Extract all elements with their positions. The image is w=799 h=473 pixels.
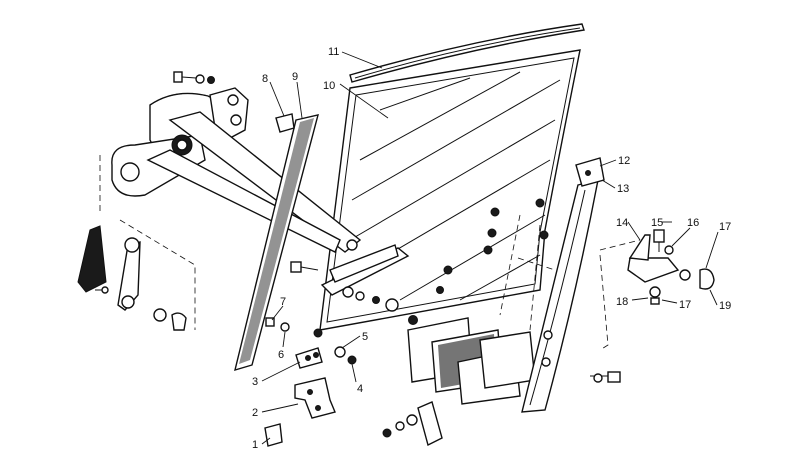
lower-support-bracket bbox=[382, 401, 443, 447]
guide-pads bbox=[407, 317, 536, 405]
nut-and-washer bbox=[334, 346, 357, 365]
callout-17-bottom: 17 bbox=[679, 299, 691, 311]
crank-assembly-leader bbox=[99, 155, 196, 330]
window-top-seal bbox=[349, 23, 585, 83]
callout-19: 19 bbox=[719, 300, 731, 312]
callout-2: 2 bbox=[252, 407, 258, 419]
glass-lift-bracket bbox=[320, 244, 410, 296]
callout-10: 10 bbox=[323, 80, 335, 92]
guide-clip bbox=[275, 113, 295, 133]
callout-14: 14 bbox=[616, 217, 628, 229]
window-guide-strip bbox=[234, 114, 319, 372]
pad-assembly-leader bbox=[499, 214, 556, 331]
callout-17-top: 17 bbox=[719, 221, 731, 233]
callout-1: 1 bbox=[252, 439, 258, 451]
window-crank-handle bbox=[77, 225, 187, 331]
callout-6: 6 bbox=[278, 349, 284, 361]
callout-8: 8 bbox=[262, 73, 268, 85]
screw-and-washer bbox=[265, 317, 290, 332]
callout-11: 11 bbox=[328, 46, 339, 58]
callout-5: 5 bbox=[362, 331, 368, 343]
window-stop-bracket bbox=[627, 229, 715, 305]
callout-labels: 1 2 3 4 5 6 7 8 9 10 11 12 13 14 15 16 1… bbox=[252, 46, 731, 451]
callout-7: 7 bbox=[280, 296, 286, 308]
window-regulator-assembly bbox=[111, 71, 362, 253]
callout-leader-lines bbox=[261, 51, 719, 445]
lower-bracket-part-3 bbox=[295, 347, 323, 369]
callout-13: 13 bbox=[617, 183, 629, 195]
callout-9: 9 bbox=[292, 71, 298, 83]
callout-16: 16 bbox=[687, 217, 699, 229]
callout-12: 12 bbox=[618, 155, 630, 167]
clip-part-1 bbox=[264, 423, 283, 447]
stop-bracket-leader bbox=[599, 239, 641, 351]
mounting-plate-part-2 bbox=[294, 377, 336, 419]
callout-15: 15 bbox=[651, 217, 663, 229]
window-glass bbox=[313, 49, 581, 338]
callout-18: 18 bbox=[616, 296, 628, 308]
rear-window-guide-rail bbox=[521, 157, 621, 413]
callout-3: 3 bbox=[252, 376, 258, 388]
lift-channel-fasteners bbox=[290, 261, 418, 325]
callout-4: 4 bbox=[357, 383, 363, 395]
